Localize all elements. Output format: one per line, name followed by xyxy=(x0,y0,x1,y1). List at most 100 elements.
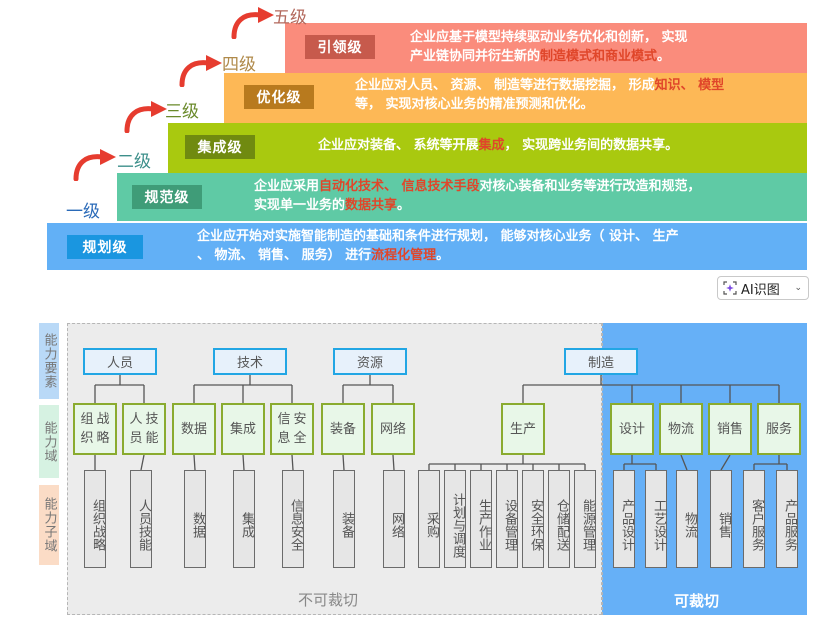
description-text: 企业应采用 xyxy=(254,179,320,194)
capability-subdomain: 集成 xyxy=(233,470,255,568)
maturity-level-4: 优化级 企业应对人员、 资源、 制造等进行数据挖掘， 形成知识、 模型等， 实现对… xyxy=(224,73,807,123)
description-line: 企业应采用自动化技术、 信息技术手段对核心装备和业务等进行改造和规范， xyxy=(254,177,701,196)
description-line: 企业应对装备、 系统等开展集成， 实现跨业务间的数据共享。 xyxy=(318,136,678,155)
curved-arrow-icon xyxy=(231,7,274,39)
highlighted-text: 自动化技术、 信息技术手段 xyxy=(319,179,480,194)
domain-label: 组织 xyxy=(80,412,94,446)
description-line: 等， 实现对核心业务的精准预测和优化。 xyxy=(355,95,724,114)
capability-domain: 服务 xyxy=(757,403,801,455)
description-text: ， 实现跨业务间的数据共享。 xyxy=(504,138,679,153)
ai-recognize-button[interactable]: AI识图 ⌄ xyxy=(717,276,809,300)
tailorable-label: 可裁切 xyxy=(674,592,720,610)
highlighted-text: 集成 xyxy=(478,138,505,153)
capability-domain: 生产 xyxy=(501,403,545,455)
maturity-level-3: 集成级 企业应对装备、 系统等开展集成， 实现跨业务间的数据共享。 xyxy=(168,123,807,173)
domain-label: 数据 xyxy=(180,421,207,437)
capability-subdomain: 计划与调度 xyxy=(444,470,466,568)
capability-subdomain: 设备管理 xyxy=(496,470,518,568)
description-text: 、 物流、 销售、 服务） 进行 xyxy=(197,248,372,263)
capability-domain: 组织战略 xyxy=(73,403,117,455)
highlighted-text: 制造模式和商业模式 xyxy=(540,49,658,64)
capability-subdomain: 产品设计 xyxy=(613,470,635,568)
capability-subdomain: 装备 xyxy=(333,470,355,568)
description-text: 产业链协同并衍生新的 xyxy=(410,49,541,64)
level-name-tag: 规范级 xyxy=(132,185,202,209)
description-text: 企业应对人员、 资源、 制造等进行数据挖掘， 形成 xyxy=(355,78,655,93)
capability-subdomain: 组织战略 xyxy=(84,470,106,568)
maturity-level-1: 规划级 企业应开始对实施智能制造的基础和条件进行规划， 能够对核心业务（ 设计、 … xyxy=(47,223,807,270)
capability-domain: 装备 xyxy=(321,403,365,455)
domain-label: 人员 xyxy=(129,412,143,446)
capability-domain: 人员技能 xyxy=(122,403,166,455)
maturity-level-2: 规范级企业应采用自动化技术、 信息技术手段对核心装备和业务等进行改造和规范，实现… xyxy=(117,173,807,221)
domain-label: 网络 xyxy=(379,421,406,437)
domain-label: 技能 xyxy=(145,412,159,446)
capability-subdomain: 能源管理 xyxy=(574,470,596,568)
domain-label: 销售 xyxy=(716,421,743,437)
highlighted-text: 数据共享 xyxy=(345,198,398,213)
highlighted-text: 流程化管理 xyxy=(371,248,437,263)
capability-subdomain: 数据 xyxy=(184,470,206,568)
description-line: 产业链协同并衍生新的制造模式和商业模式。 xyxy=(410,47,688,66)
description-line: 企业应对人员、 资源、 制造等进行数据挖掘， 形成知识、 模型 xyxy=(355,76,724,95)
description-text: 。 xyxy=(397,198,411,213)
description-text: 对核心装备和业务等进行改造和规范， xyxy=(479,179,701,194)
domain-label: 生产 xyxy=(509,421,536,437)
curved-arrow-icon xyxy=(179,55,222,87)
capability-subdomain: 网络 xyxy=(383,470,405,568)
level-name-tag: 优化级 xyxy=(244,85,314,109)
description-text: 等， 实现对核心业务的精准预测和优化。 xyxy=(355,97,594,112)
domain-label: 服务 xyxy=(765,421,792,437)
ai-button-label: AI识图 xyxy=(741,282,780,298)
capability-subdomain: 工艺设计 xyxy=(645,470,667,568)
level-name-tag: 规划级 xyxy=(67,235,143,259)
highlighted-text: 知识、 模型 xyxy=(654,78,725,93)
chevron-down-icon[interactable]: ⌄ xyxy=(794,283,802,293)
level-description: 企业应采用自动化技术、 信息技术手段对核心装备和业务等进行改造和规范，实现单一业… xyxy=(254,177,701,215)
level-description: 企业应对装备、 系统等开展集成， 实现跨业务间的数据共享。 xyxy=(318,136,678,155)
description-text: 企业应对装备、 系统等开展 xyxy=(318,138,479,153)
domain-label: 战略 xyxy=(96,412,110,446)
level-name-tag: 集成级 xyxy=(185,135,255,159)
capability-subdomain: 人员技能 xyxy=(130,470,152,568)
description-text: 。 xyxy=(436,248,450,263)
level-description: 企业应基于模型持续驱动业务优化和创新， 实现产业链协同并衍生新的制造模式和商业模… xyxy=(410,28,688,66)
side-label-capability-domains: 能力域 xyxy=(39,405,59,478)
capability-element: 制造 xyxy=(564,348,638,375)
curved-arrow-icon xyxy=(124,101,167,133)
domain-label: 安全 xyxy=(293,412,307,446)
level-number-label: 三级 xyxy=(165,102,199,122)
capability-domain: 信息安全 xyxy=(270,403,314,455)
capability-domain: 集成 xyxy=(221,403,265,455)
description-text: 企业应开始对实施智能制造的基础和条件进行规划， 能够对核心业务（ 设计、 生产 xyxy=(197,229,679,244)
domain-label: 信息 xyxy=(277,412,291,446)
description-text: 。 xyxy=(657,49,671,64)
level-number-label: 一级 xyxy=(66,202,100,222)
curved-arrow-icon xyxy=(73,149,116,181)
side-label-capability-elements: 能力要素 xyxy=(39,323,59,399)
capability-element: 资源 xyxy=(333,348,407,375)
capability-subdomain: 客户服务 xyxy=(743,470,765,568)
capability-element: 技术 xyxy=(213,348,287,375)
level-number-label: 二级 xyxy=(117,152,151,172)
capability-domain: 网络 xyxy=(371,403,415,455)
capability-element: 人员 xyxy=(83,348,157,375)
capability-subdomain: 采购 xyxy=(418,470,440,568)
domain-label: 物流 xyxy=(667,421,694,437)
capability-domain: 销售 xyxy=(708,403,752,455)
description-line: 企业应开始对实施智能制造的基础和条件进行规划， 能够对核心业务（ 设计、 生产 xyxy=(197,227,679,246)
capability-subdomain: 信息安全 xyxy=(282,470,304,568)
capability-subdomain: 物流 xyxy=(676,470,698,568)
level-number-label: 四级 xyxy=(222,55,256,75)
ai-sparkle-icon xyxy=(723,281,737,295)
capability-subdomain: 仓储配送 xyxy=(548,470,570,568)
capability-subdomain: 安全环保 xyxy=(522,470,544,568)
capability-subdomain: 产品服务 xyxy=(776,470,798,568)
domain-label: 集成 xyxy=(229,421,256,437)
capability-subdomain: 生产作业 xyxy=(470,470,492,568)
description-line: 企业应基于模型持续驱动业务优化和创新， 实现 xyxy=(410,28,688,47)
description-line: 实现单一业务的数据共享。 xyxy=(254,196,701,215)
description-text: 企业应基于模型持续驱动业务优化和创新， 实现 xyxy=(410,30,688,45)
side-label-capability-subdomains: 能力子域 xyxy=(39,485,59,565)
domain-label: 设计 xyxy=(618,421,645,437)
